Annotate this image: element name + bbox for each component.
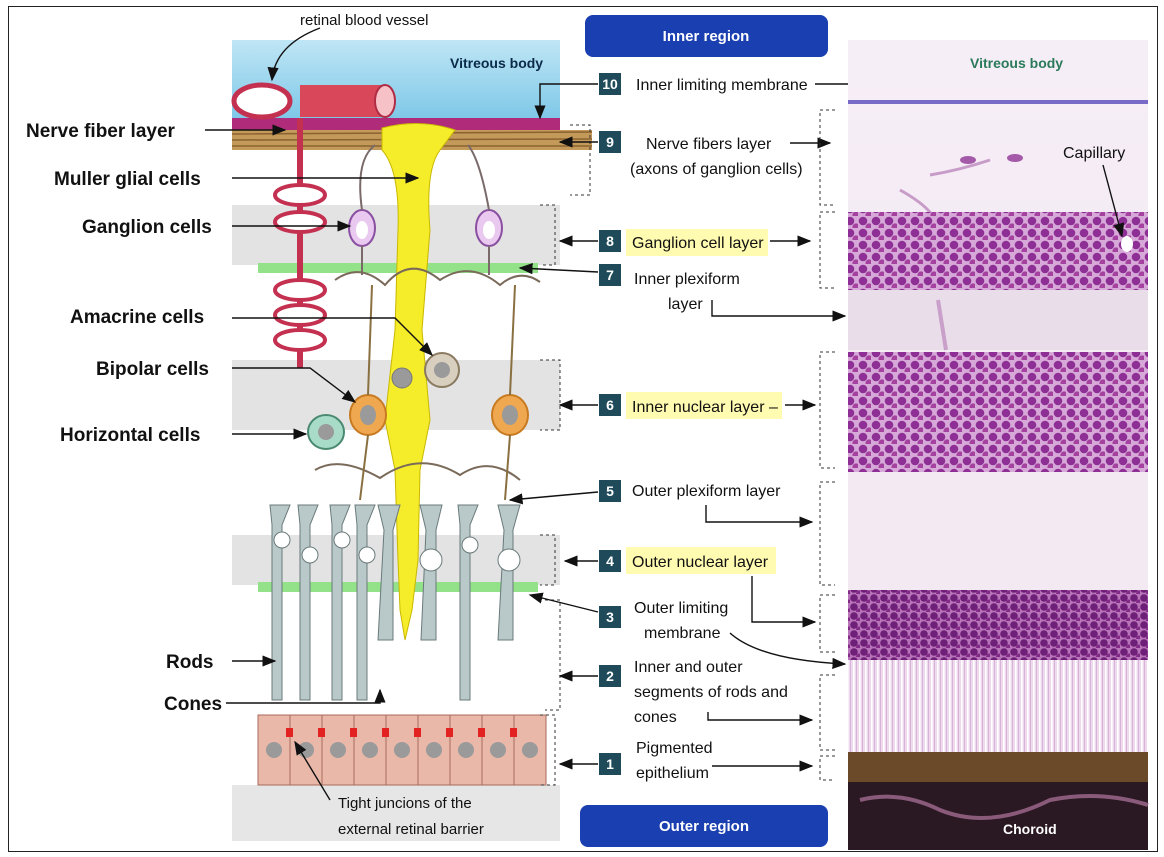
label-cones: Cones [164,694,222,715]
outer-region-text: Outer region [659,818,749,835]
tight-junction-label-1: Tight juncions of the [338,795,472,812]
layer-7: 7 Inner plexiform layer [520,264,845,316]
pigmented-epithelium [258,715,546,785]
retinal-vessel-label: retinal blood vessel [300,12,428,29]
layer-4-label: Outer nuclear layer [632,554,769,571]
capillary-label: Capillary [1063,145,1125,162]
layer-7-label-2: layer [668,296,703,313]
choroid-label: Choroid [1003,821,1057,837]
layer-2-label-2: segments of rods and [634,684,788,701]
layer-2-label-3: cones [634,709,677,726]
photoreceptors [270,505,520,700]
layer-3-number: 3 [606,609,614,625]
layer-1: 1 Pigmented epithelium [560,740,812,782]
label-amacrine-cells: Amacrine cells [70,307,204,328]
layer-9: 9 Nerve fibers layer (axons of ganglion … [560,131,830,178]
layer-3-label-2: membrane [644,625,721,642]
layer-1-number: 1 [606,756,614,772]
layer-6-label: Inner nuclear layer – [632,399,778,416]
layer-9-label-1: Nerve fibers layer [646,136,772,153]
layer-8: 8 Ganglion cell layer [560,229,810,256]
layer-5-label: Outer plexiform layer [632,483,781,500]
vitreous-label-right: Vitreous body [970,55,1063,71]
layer-8-number: 8 [606,233,614,249]
layer-1-label-2: epithelium [636,765,709,782]
layer-3: 3 Outer limiting membrane [530,595,845,664]
layer-2-number: 2 [606,668,614,684]
label-muller-glial-cells: Muller glial cells [54,169,201,190]
layer-6-number: 6 [606,397,614,413]
layer-10-number: 10 [602,76,618,92]
label-nerve-fiber-layer: Nerve fiber layer [26,121,176,142]
amacrine-cell [425,353,459,387]
inner-region-text: Inner region [663,28,750,45]
layer-7-label-1: Inner plexiform [634,271,740,288]
schematic-retina: Vitreous body retinal blood vessel Tight… [232,12,592,841]
label-ganglion-cells: Ganglion cells [82,217,212,238]
layer-2: 2 Inner and outer segments of rods and c… [560,659,812,726]
label-bipolar-cells: Bipolar cells [96,359,209,380]
layer-9-number: 9 [606,134,614,150]
histology-section: Vitreous body Capillary Choroid [820,40,1148,850]
layer-2-label-1: Inner and outer [634,659,743,676]
layer-5-number: 5 [606,483,614,499]
layer-1-label-1: Pigmented [636,740,713,757]
label-horizontal-cells: Horizontal cells [60,425,200,446]
layer-4-number: 4 [606,553,614,569]
layer-3-label-1: Outer limiting [634,600,728,617]
layer-9-label-2: (axons of ganglion cells) [630,161,803,178]
vitreous-label-left: Vitreous body [450,55,543,71]
layer-5: 5 Outer plexiform layer [510,480,812,522]
layer-10-label: Inner limiting membrane [636,77,808,94]
horizontal-cell [308,415,344,449]
layer-8-label: Ganglion cell layer [632,235,764,252]
layer-7-number: 7 [606,267,614,283]
tight-junction-label-2: external retinal barrier [338,821,484,838]
label-rods: Rods [166,652,214,673]
layer-6: 6 Inner nuclear layer – [560,392,815,419]
